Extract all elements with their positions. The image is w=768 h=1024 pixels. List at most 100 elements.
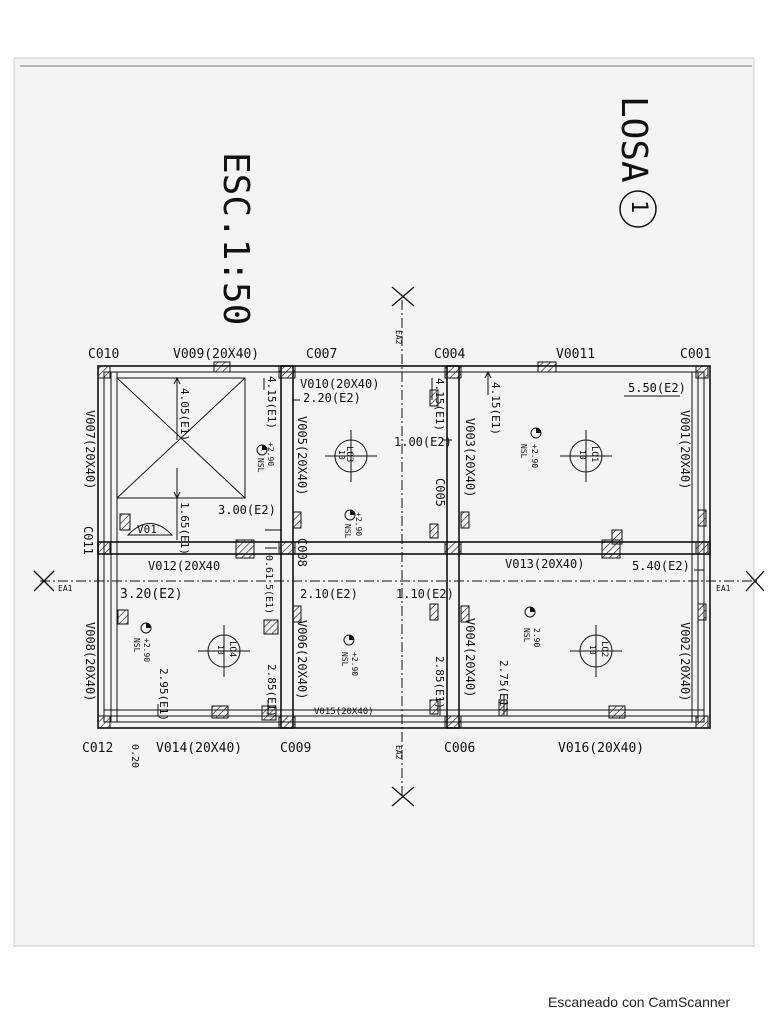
label-v016: V016(20X40) xyxy=(558,741,644,756)
axis-ea2-top-label: EA2 xyxy=(394,330,403,345)
axis-ea2-top-symbol xyxy=(391,286,415,307)
label-v0011: V0011 xyxy=(556,347,595,362)
dim-165: 1.65(E1) xyxy=(178,502,191,555)
label-c007: C007 xyxy=(306,347,337,362)
column-c002 xyxy=(695,541,709,555)
dim-540: 5.40(E2) xyxy=(632,559,690,573)
label-c008: C008 xyxy=(295,538,309,567)
v01-arch xyxy=(126,523,174,536)
wall-block xyxy=(498,699,508,717)
dim-275: 2.75(E1) xyxy=(497,660,510,713)
svg-text:LO1: LO1 xyxy=(589,446,599,462)
slab-lo4: LO4 10 xyxy=(198,625,250,677)
dim-285-a: 2.85(E1) xyxy=(265,664,278,717)
svg-text:+2.90: +2.90 xyxy=(530,444,539,468)
wall-block xyxy=(235,539,255,559)
dim-210: 2.10(E2) xyxy=(300,587,358,601)
dim-415-a: 4.15(E1) xyxy=(265,376,278,429)
beam-bottom-inner xyxy=(103,709,705,717)
scale-label: ESC.1:50 xyxy=(215,152,256,325)
level-marker-lo4: +2.90 NSL xyxy=(132,622,152,662)
svg-text:+2.90: +2.90 xyxy=(354,512,363,536)
label-c011: C011 xyxy=(81,526,95,555)
label-v014: V014(20X40) xyxy=(156,741,242,756)
label-c004: C004 xyxy=(434,347,465,362)
wall-block xyxy=(460,605,470,623)
wall-block xyxy=(261,705,277,721)
wall-block xyxy=(211,705,229,719)
dim-415-b: 4.15(E1) xyxy=(433,378,446,431)
label-v012: V012(20X40 xyxy=(148,559,220,573)
wall-block xyxy=(429,699,439,715)
label-v010: V010(20X40) xyxy=(300,377,379,391)
axis-ea1-right-symbol xyxy=(745,570,765,592)
wall-block xyxy=(697,603,707,621)
dim-020: 0.20 xyxy=(129,744,140,768)
column-c004 xyxy=(444,365,462,379)
slab-lo1: LO1 10 xyxy=(560,430,612,482)
svg-text:NSL: NSL xyxy=(256,458,265,473)
losa-number: 1 xyxy=(626,200,651,213)
dim-110: 1.10(E2) xyxy=(396,587,454,601)
wall-block xyxy=(213,361,231,373)
column-c006 xyxy=(444,715,462,729)
losa-number-circle xyxy=(619,190,657,228)
wall-block xyxy=(460,511,470,529)
column-c007 xyxy=(278,365,296,379)
dim-285-b: 2.85(E1) xyxy=(433,656,446,709)
paper-sheet xyxy=(13,57,755,947)
axis-ea2-bottom-symbol xyxy=(391,786,415,807)
dim-550: 5.50(E2) xyxy=(628,381,686,395)
svg-text:10: 10 xyxy=(216,645,225,655)
column-c012 xyxy=(97,715,111,729)
label-c012: C012 xyxy=(82,741,113,756)
level-marker-lo3: +2.90 NSL xyxy=(343,509,363,539)
column-c009 xyxy=(278,715,296,729)
label-c006: C006 xyxy=(444,741,475,756)
label-v015: V015(20X40) xyxy=(314,707,374,717)
label-v005: V005(20X40) xyxy=(295,416,309,495)
axis-ea1-left-label: EA1 xyxy=(58,584,73,593)
column-c011 xyxy=(97,541,111,555)
label-c005: C005 xyxy=(433,478,447,507)
label-c009: C009 xyxy=(280,741,311,756)
wall-block xyxy=(117,609,129,625)
level-marker-stair: +2.90 NSL xyxy=(256,442,275,473)
dim-405: 4.05(E1) xyxy=(178,388,191,441)
svg-text:LO4: LO4 xyxy=(227,641,237,657)
slab-lo2: LO2 10 xyxy=(570,625,622,677)
level-marker-v006: +2.90 NSL xyxy=(340,634,359,676)
dim-415-c: 4.15(E1) xyxy=(489,382,502,435)
level-marker-lo2: 2.90 NSL xyxy=(522,606,541,647)
wall-block xyxy=(697,509,707,527)
svg-text:NSL: NSL xyxy=(343,524,352,539)
dim-515: 5(E1) xyxy=(263,584,274,614)
wall-block xyxy=(292,511,302,529)
label-v008: V008(20X40) xyxy=(83,622,97,701)
svg-text:+2.90: +2.90 xyxy=(350,652,359,676)
dim-300: 3.00(E2) xyxy=(218,503,276,517)
svg-text:NSL: NSL xyxy=(519,444,528,459)
wall-block xyxy=(611,529,623,545)
label-v002: V002(20X40) xyxy=(678,622,692,701)
dim-220: 2.20(E2) xyxy=(303,391,361,405)
losa-title: LOSA xyxy=(613,96,654,183)
axis-ea1-right-label: EA1 xyxy=(716,584,731,593)
svg-text:NSL: NSL xyxy=(522,628,531,643)
dimension-arrows xyxy=(157,370,704,716)
level-marker-lo1: +2.90 NSL xyxy=(519,427,542,468)
label-v003: V003(20X40) xyxy=(463,418,477,497)
stair-opening xyxy=(116,377,246,499)
label-v001: V001(20X40) xyxy=(678,410,692,489)
column-c008 xyxy=(278,541,296,555)
svg-text:NSL: NSL xyxy=(132,638,141,653)
svg-text:LO2: LO2 xyxy=(599,641,609,657)
wall-block xyxy=(263,619,279,635)
wall-block xyxy=(608,705,626,719)
dim-295: 2.95(E1) xyxy=(157,668,170,721)
slab-lo3: LO3 10 xyxy=(325,430,377,482)
wall-block xyxy=(292,605,302,623)
label-c001: C001 xyxy=(680,347,711,362)
label-v007: V007(20X40) xyxy=(83,410,97,489)
